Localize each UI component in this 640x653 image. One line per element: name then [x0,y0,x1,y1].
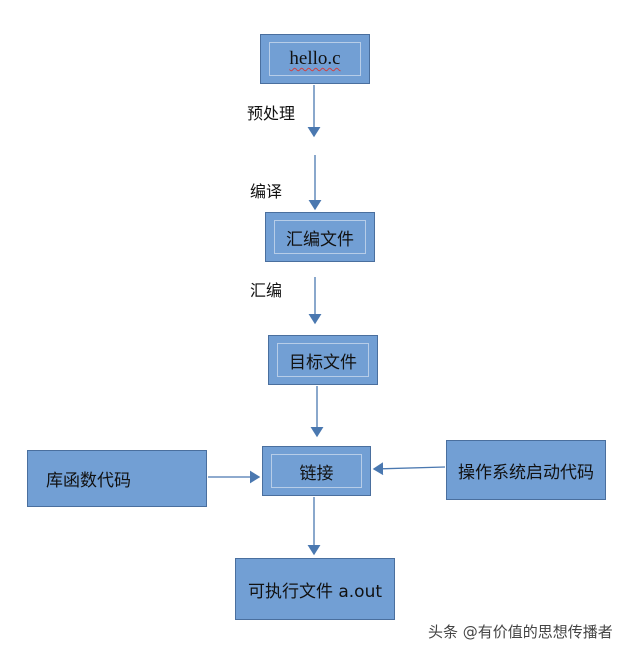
node-label: 库函数代码 [46,471,131,491]
edge-label-preprocess: 预处理 [247,104,296,123]
node-label: 汇编文件 [286,229,354,250]
watermark: 头条 @有价值的思想传播者 [428,623,613,641]
node-object: 目标文件 [268,335,378,385]
node-os-startup: 操作系统启动代码 [446,440,606,500]
node-source: hello.c [260,34,370,84]
node-assembly: 汇编文件 [265,212,375,262]
arrow-os-to-link [372,462,446,476]
node-library: 库函数代码 [27,450,207,507]
node-label: 可执行文件 a.out [247,581,383,602]
node-executable: 可执行文件 a.out [235,558,395,620]
node-label: 链接 [299,463,334,484]
edge-label-assemble: 汇编 [250,281,283,300]
node-label: 目标文件 [289,352,357,373]
edge-label-compile: 编译 [250,182,283,201]
node-label: hello.c [289,48,341,69]
node-link: 链接 [262,446,371,496]
node-label: 操作系统启动代码 [458,462,594,483]
